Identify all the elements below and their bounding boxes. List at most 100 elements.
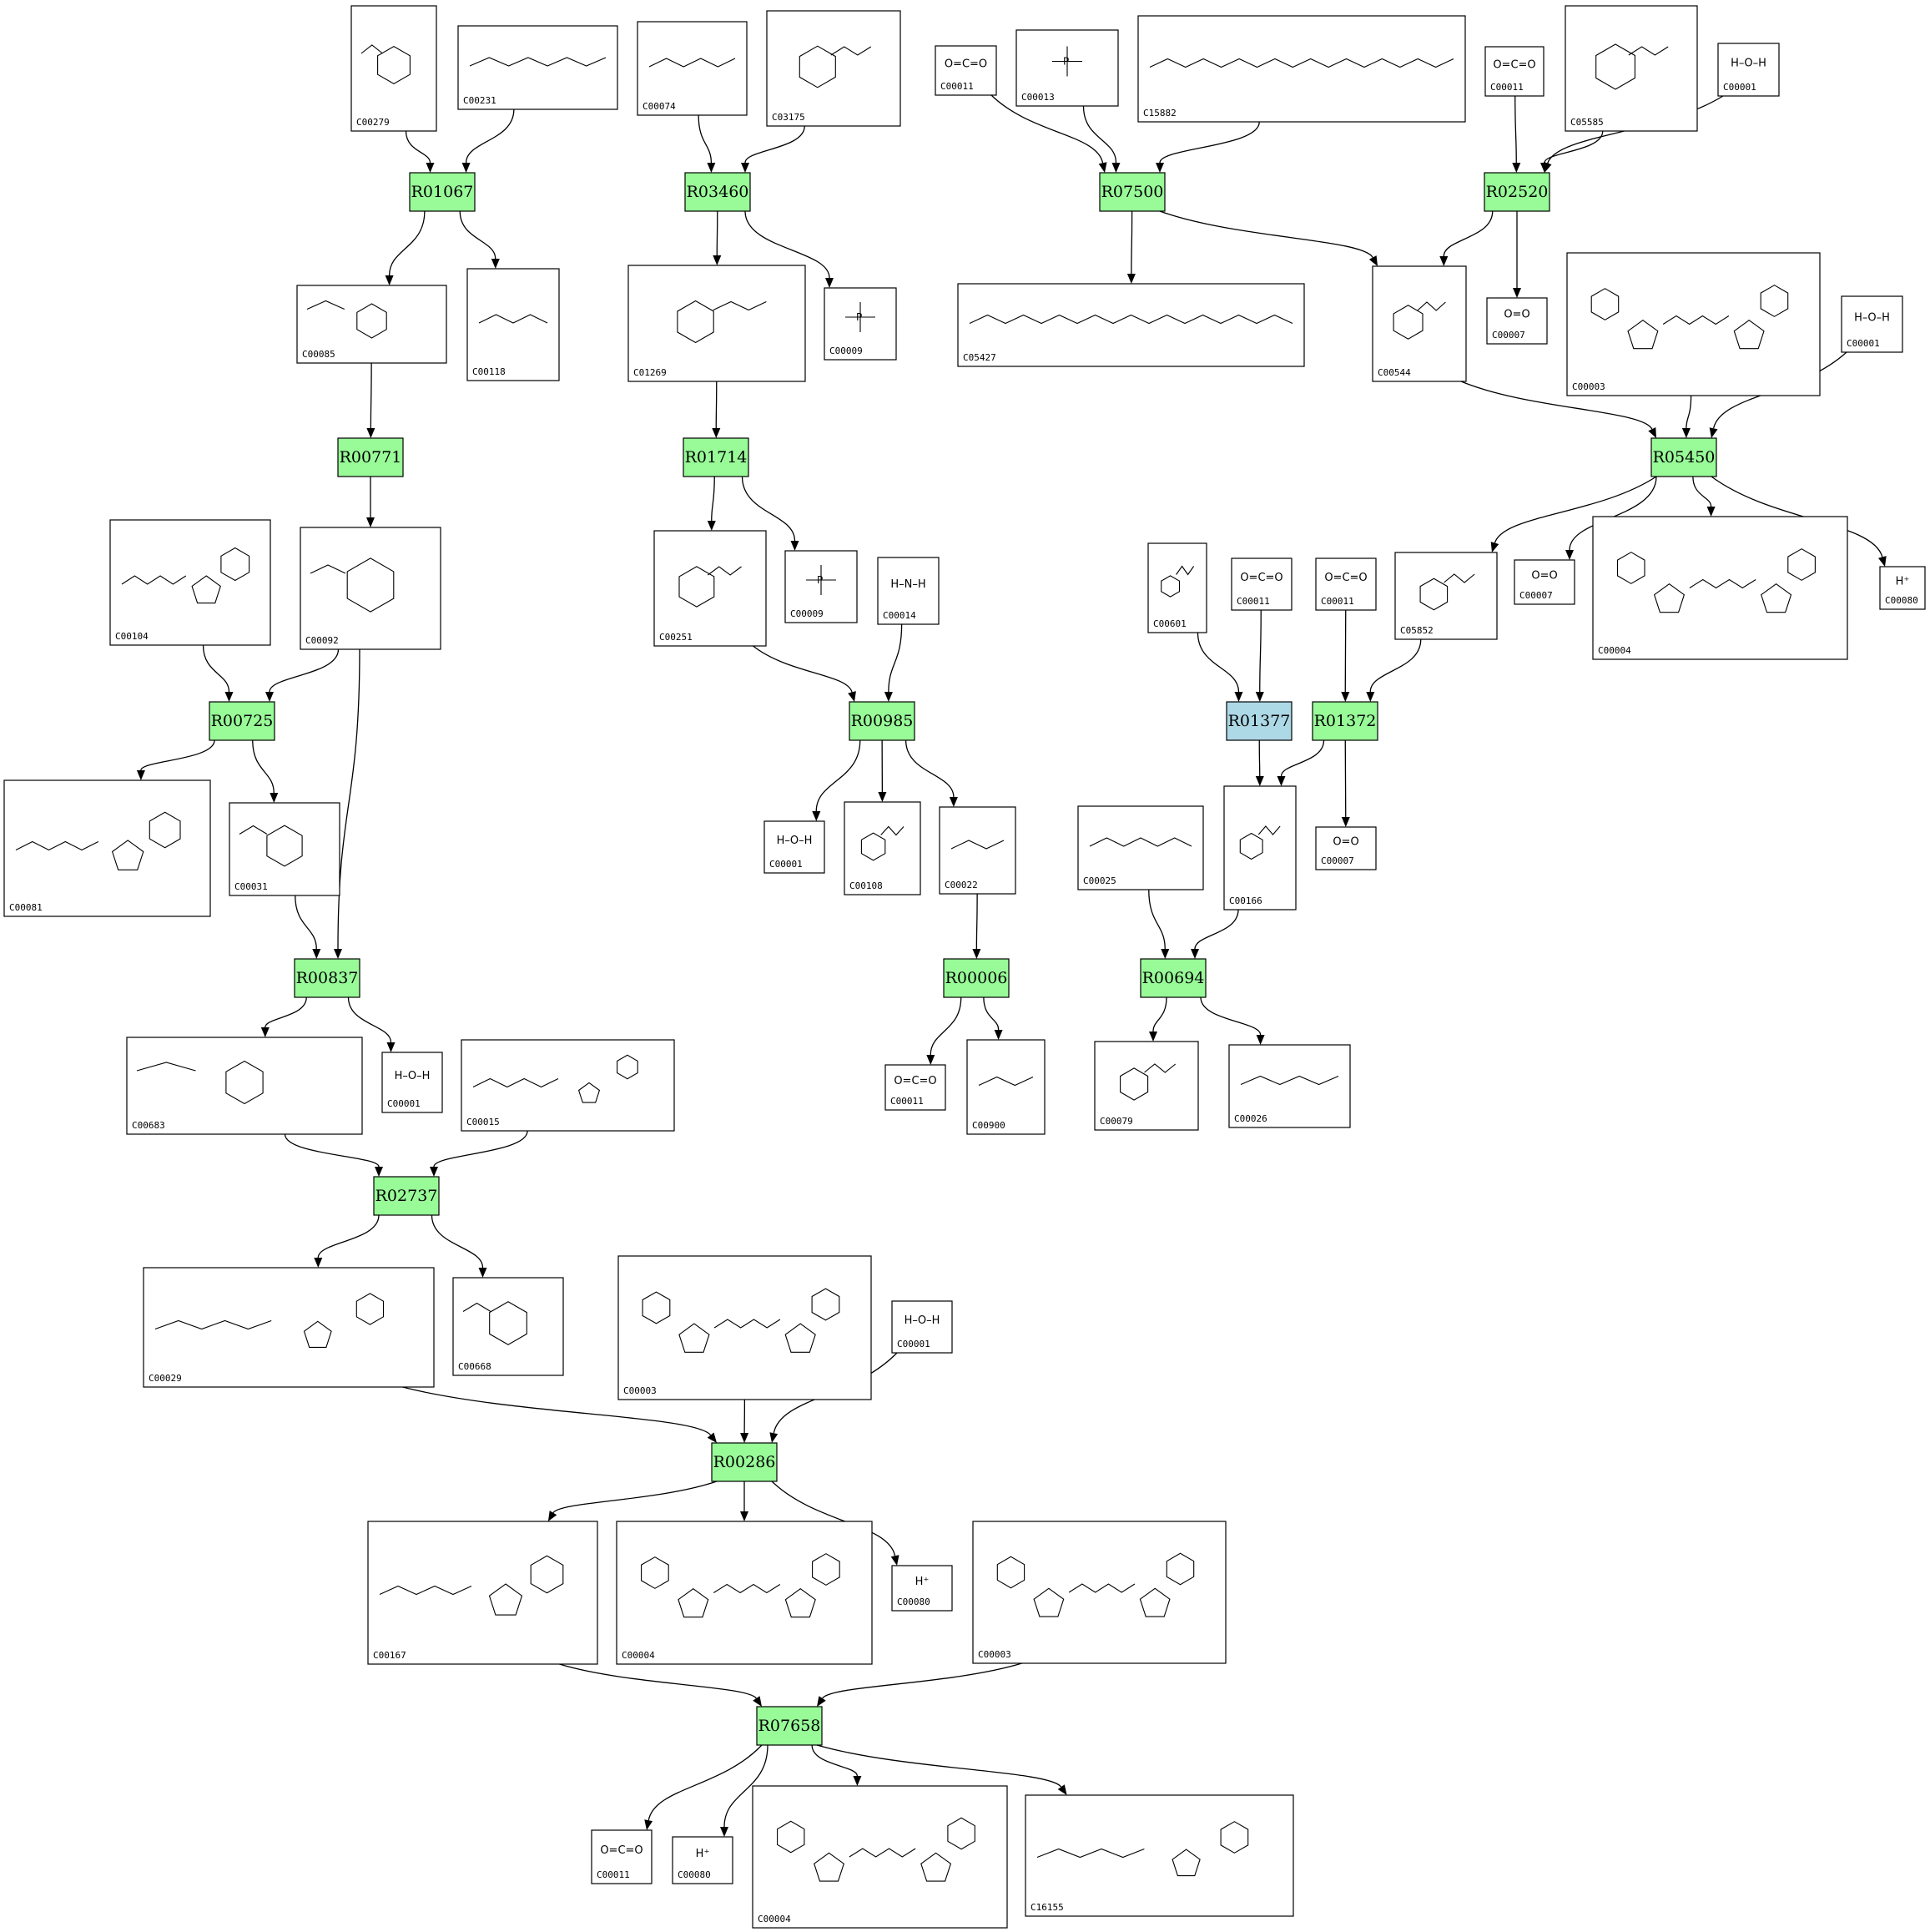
compound-c00003[interactable]: C00003 [1566, 252, 1821, 396]
compound-c00029[interactable]: C00029 [143, 1267, 435, 1388]
ring-bond [577, 1082, 601, 1103]
reaction-r00837[interactable]: R00837 [294, 958, 360, 998]
arrowhead [644, 1819, 653, 1830]
edge-R01372-c00007c [1341, 739, 1350, 827]
compound-id: C00009 [829, 346, 863, 356]
ring-bond [678, 1323, 710, 1353]
edge-line [295, 895, 317, 950]
edge-line [202, 644, 230, 693]
reaction-r00006[interactable]: R00006 [943, 958, 1010, 998]
edge-R01067-c00085 [385, 210, 426, 285]
compound-c00231[interactable]: C00231 [457, 25, 618, 110]
compound-c00080[interactable]: H⁺C00080 [1879, 566, 1926, 610]
compound-c05852[interactable]: C05852 [1394, 552, 1498, 640]
compound-c00092[interactable]: C00092 [300, 527, 441, 650]
reaction-r00771[interactable]: R00771 [337, 437, 404, 477]
compound-c00022[interactable]: C00022 [939, 806, 1016, 895]
compound-c00004[interactable]: C00004 [616, 1521, 873, 1665]
compound-c03175[interactable]: C03175 [766, 10, 901, 127]
compound-c00003[interactable]: C00003 [617, 1255, 872, 1400]
reaction-r01377[interactable]: R01377 [1226, 701, 1293, 741]
reaction-r00725[interactable]: R00725 [209, 701, 275, 741]
reaction-r05450[interactable]: R05450 [1650, 437, 1717, 477]
compound-c00683[interactable]: C00683 [126, 1037, 363, 1135]
compound-c00085[interactable]: C00085 [296, 285, 447, 364]
compound-c00031[interactable]: C00031 [229, 802, 340, 896]
compound-c00167[interactable]: C00167 [367, 1521, 598, 1665]
reaction-r01714[interactable]: R01714 [683, 437, 749, 477]
arrowhead [769, 1432, 779, 1443]
reaction-r01372[interactable]: R01372 [1312, 701, 1378, 741]
compound-c00279[interactable]: C00279 [350, 5, 437, 132]
compound-id: C03175 [772, 112, 805, 123]
compound-c00074[interactable]: C00074 [637, 21, 748, 116]
compound-c00080[interactable]: H⁺C00080 [672, 1836, 733, 1884]
compound-c00108[interactable]: C00108 [844, 801, 921, 895]
compound-c00118[interactable]: C00118 [466, 268, 560, 381]
compound-c01269[interactable]: C01269 [627, 265, 806, 382]
arrowhead [1706, 507, 1716, 517]
compound-c00900[interactable]: C00900 [966, 1039, 1046, 1135]
reaction-r00286[interactable]: R00286 [711, 1442, 778, 1482]
reaction-r07658[interactable]: R07658 [756, 1706, 823, 1746]
edge-line [983, 996, 1000, 1031]
compound-c00166[interactable]: C00166 [1223, 785, 1297, 911]
compound-c00079[interactable]: C00079 [1094, 1041, 1199, 1131]
reaction-r00694[interactable]: R00694 [1140, 958, 1207, 998]
edge-c00279-R01067 [405, 130, 435, 173]
compound-c00081[interactable]: C00081 [3, 779, 211, 917]
compound-c00104[interactable]: C00104 [109, 519, 271, 646]
compound-c00601[interactable]: C00601 [1147, 542, 1207, 633]
arrowhead [265, 692, 274, 702]
edge-line [816, 1744, 1062, 1788]
reaction-r01067[interactable]: R01067 [409, 172, 476, 212]
arrowhead [812, 811, 821, 821]
reaction-r03460[interactable]: R03460 [684, 172, 751, 212]
compound-c00004[interactable]: C00004 [1592, 516, 1848, 660]
compound-id: C00074 [642, 101, 676, 112]
structure-drawing [1393, 301, 1446, 340]
compound-c00080[interactable]: H⁺C00080 [891, 1565, 953, 1612]
compound-c00004[interactable]: C00004 [752, 1785, 1008, 1929]
compound-c05427[interactable]: C05427 [957, 283, 1305, 367]
compound-c00025[interactable]: C00025 [1077, 805, 1204, 890]
edge-line [815, 739, 861, 812]
compound-c00003[interactable]: C00003 [972, 1521, 1227, 1664]
reaction-r02520[interactable]: R02520 [1484, 172, 1550, 212]
edge-line [1443, 210, 1494, 257]
compound-c00251[interactable]: C00251 [653, 530, 767, 647]
edge-R00725-c00031 [252, 739, 279, 803]
compound-id: C00013 [1021, 92, 1055, 103]
reaction-r00985[interactable]: R00985 [849, 701, 915, 741]
reaction-id: R00771 [340, 448, 402, 467]
compound-c15882[interactable]: C15882 [1137, 15, 1466, 123]
compound-c00668[interactable]: C00668 [452, 1277, 564, 1376]
reaction-r07500[interactable]: R07500 [1099, 172, 1166, 212]
compound-c16155[interactable]: C16155 [1025, 1794, 1294, 1917]
compound-box [1717, 43, 1780, 97]
reaction-r02737[interactable]: R02737 [373, 1176, 440, 1216]
compound-c00026[interactable]: C00026 [1228, 1044, 1351, 1128]
compound-c00544[interactable]: C00544 [1372, 265, 1467, 382]
ring-bond [1120, 1067, 1149, 1101]
compound-c05585[interactable]: C05585 [1565, 5, 1698, 132]
compound-c00015[interactable]: C00015 [461, 1039, 675, 1132]
